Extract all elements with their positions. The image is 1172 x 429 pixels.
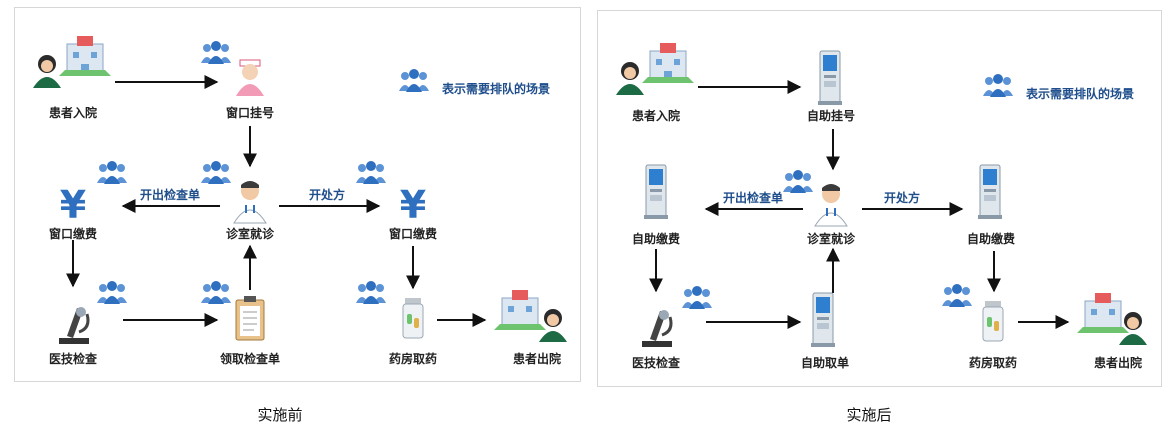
before-caption: 实施前 xyxy=(257,406,303,424)
node-label-clinic: 诊室就诊 xyxy=(806,232,856,246)
svg-text:¥: ¥ xyxy=(400,183,426,227)
svg-text:¥: ¥ xyxy=(60,183,86,227)
yuan-icon: ¥ xyxy=(400,183,426,227)
kiosk-icon xyxy=(817,50,843,106)
queue-icon xyxy=(942,284,972,307)
kiosk-icon xyxy=(977,164,1003,220)
queue-icon xyxy=(201,281,231,304)
clipboard-icon xyxy=(235,296,265,341)
node-label-report: 自助取单 xyxy=(800,356,850,370)
queue-icon xyxy=(356,161,386,184)
node-label-exam: 医技检查 xyxy=(48,352,98,366)
queue-icon xyxy=(201,161,231,184)
node-label-admit: 患者入院 xyxy=(631,109,681,123)
after-caption: 实施后 xyxy=(846,406,892,424)
edge-label-prescribe: 开处方 xyxy=(883,191,921,205)
legend-queue-icon xyxy=(399,69,429,92)
kiosk-icon xyxy=(643,164,669,220)
queue-icon xyxy=(682,286,712,309)
node-label-pharmacy: 药房取药 xyxy=(968,356,1018,370)
patient-icon xyxy=(616,62,644,95)
queue-icon xyxy=(783,170,813,193)
node-label-discharge: 患者出院 xyxy=(1093,356,1143,370)
microscope-icon xyxy=(59,307,90,344)
edge-label-prescribe: 开处方 xyxy=(308,188,346,202)
hospital-icon xyxy=(494,290,546,330)
node-label-pay-right: 自助缴费 xyxy=(966,232,1016,246)
yuan-icon: ¥ xyxy=(60,183,86,227)
edge-label-order-test: 开出检查单 xyxy=(139,188,201,202)
after-diagram xyxy=(616,43,1147,348)
node-label-register: 自助挂号 xyxy=(806,109,856,123)
medicine-icon xyxy=(402,298,424,339)
queue-icon xyxy=(356,281,386,304)
queue-icon xyxy=(97,281,127,304)
after-panel: 表示需要排队的场景 开出检查单 开处方 患者入院 自助挂号 自助缴费 诊室就诊 … xyxy=(597,10,1162,387)
node-label-report: 领取检查单 xyxy=(219,352,281,366)
queue-icon xyxy=(201,41,231,64)
nurse-icon xyxy=(236,59,264,96)
kiosk-icon xyxy=(810,292,836,348)
node-label-admit: 患者入院 xyxy=(48,106,98,120)
node-label-pharmacy: 药房取药 xyxy=(388,352,438,366)
doctor-icon xyxy=(233,181,267,224)
patient-icon xyxy=(33,55,61,88)
hospital-icon xyxy=(59,36,111,76)
before-diagram: ¥ ¥ xyxy=(33,36,567,344)
node-label-exam: 医技检查 xyxy=(631,356,681,370)
node-label-pay-left: 窗口缴费 xyxy=(48,227,98,241)
legend-label: 表示需要排队的场景 xyxy=(442,82,551,96)
edge-label-order-test: 开出检查单 xyxy=(722,191,784,205)
node-label-pay-left: 自助缴费 xyxy=(631,232,681,246)
node-label-clinic: 诊室就诊 xyxy=(225,227,275,241)
queue-icon xyxy=(97,161,127,184)
legend-queue-icon xyxy=(983,74,1013,97)
microscope-icon xyxy=(642,310,673,347)
hospital-icon xyxy=(642,43,694,83)
node-label-register: 窗口挂号 xyxy=(225,106,275,120)
hospital-icon xyxy=(1077,293,1129,333)
node-label-pay-right: 窗口缴费 xyxy=(388,227,438,241)
patient-icon xyxy=(539,309,567,342)
doctor-icon xyxy=(814,184,848,227)
legend-label: 表示需要排队的场景 xyxy=(1026,87,1135,101)
node-label-discharge: 患者出院 xyxy=(512,352,562,366)
patient-icon xyxy=(1119,312,1147,345)
medicine-icon xyxy=(982,301,1004,342)
before-panel: ¥ ¥ xyxy=(14,7,581,382)
